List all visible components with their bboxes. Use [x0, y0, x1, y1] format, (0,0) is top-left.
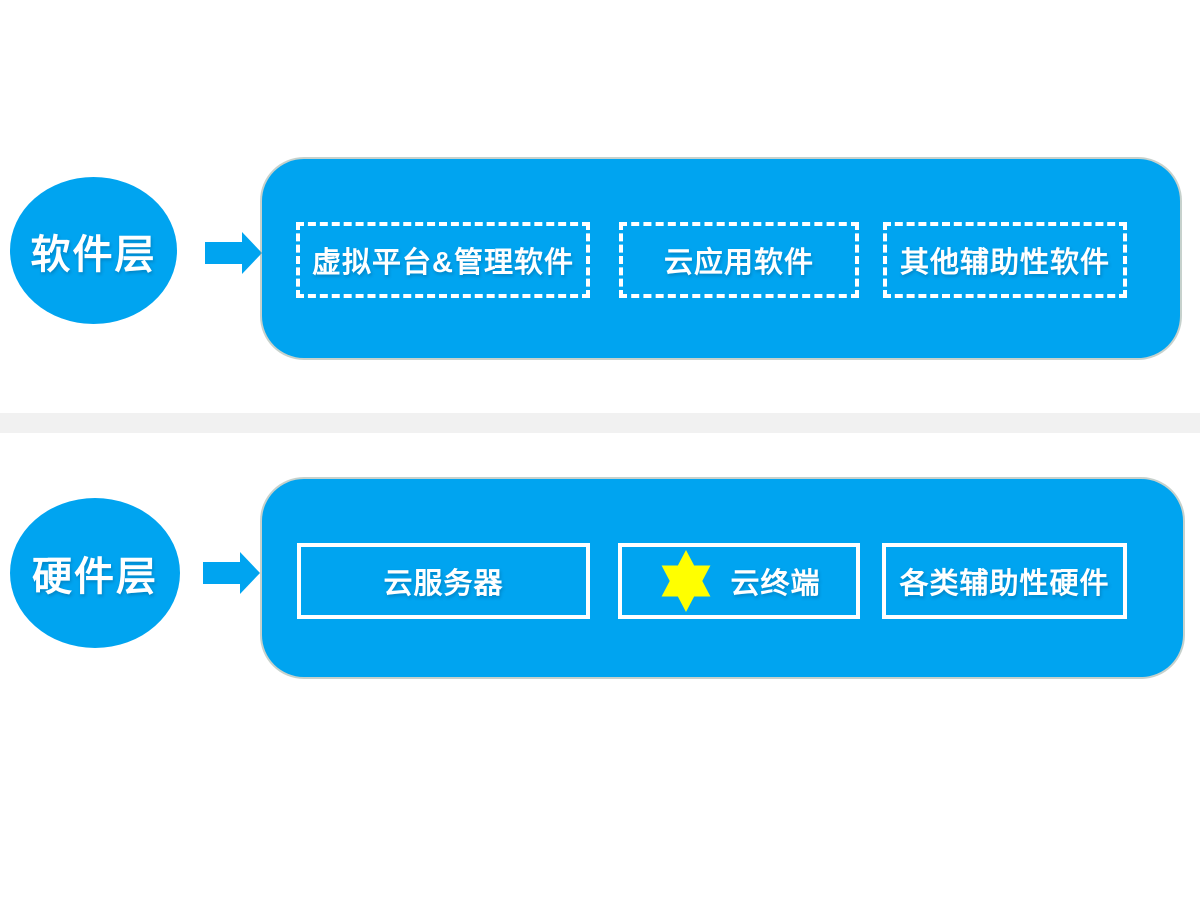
hardware-box-cloud-terminal: 云终端 [618, 543, 860, 619]
box-label: 其他辅助性软件 [899, 247, 1110, 279]
hardware-layer-label: 硬件层 [32, 555, 158, 599]
hardware-layer-circle: 硬件层 [10, 498, 180, 648]
box-label: 云终端 [730, 568, 821, 600]
software-layer-panel: 虚拟平台&管理软件 云应用软件 其他辅助性软件 [262, 159, 1180, 358]
hardware-box-auxiliary-hardware: 各类辅助性硬件 [882, 543, 1127, 619]
box-label: 云应用软件 [663, 247, 814, 279]
box-label: 云服务器 [383, 568, 504, 600]
software-box-virtual-platform: 虚拟平台&管理软件 [296, 222, 590, 298]
software-box-other-auxiliary: 其他辅助性软件 [883, 222, 1127, 298]
arrow-right-icon [203, 552, 260, 594]
hardware-layer-panel: 云服务器 云终端 各类辅助性硬件 [262, 479, 1183, 677]
software-box-cloud-apps: 云应用软件 [619, 222, 859, 298]
software-layer-label: 软件层 [30, 232, 157, 277]
box-label: 各类辅助性硬件 [899, 568, 1110, 600]
arrow-right-icon [205, 232, 262, 274]
section-divider [0, 413, 1200, 433]
hardware-box-cloud-server: 云服务器 [297, 543, 590, 619]
six-pointed-star-icon [662, 550, 711, 612]
software-layer-circle: 软件层 [10, 177, 177, 324]
box-label: 虚拟平台&管理软件 [312, 247, 574, 279]
